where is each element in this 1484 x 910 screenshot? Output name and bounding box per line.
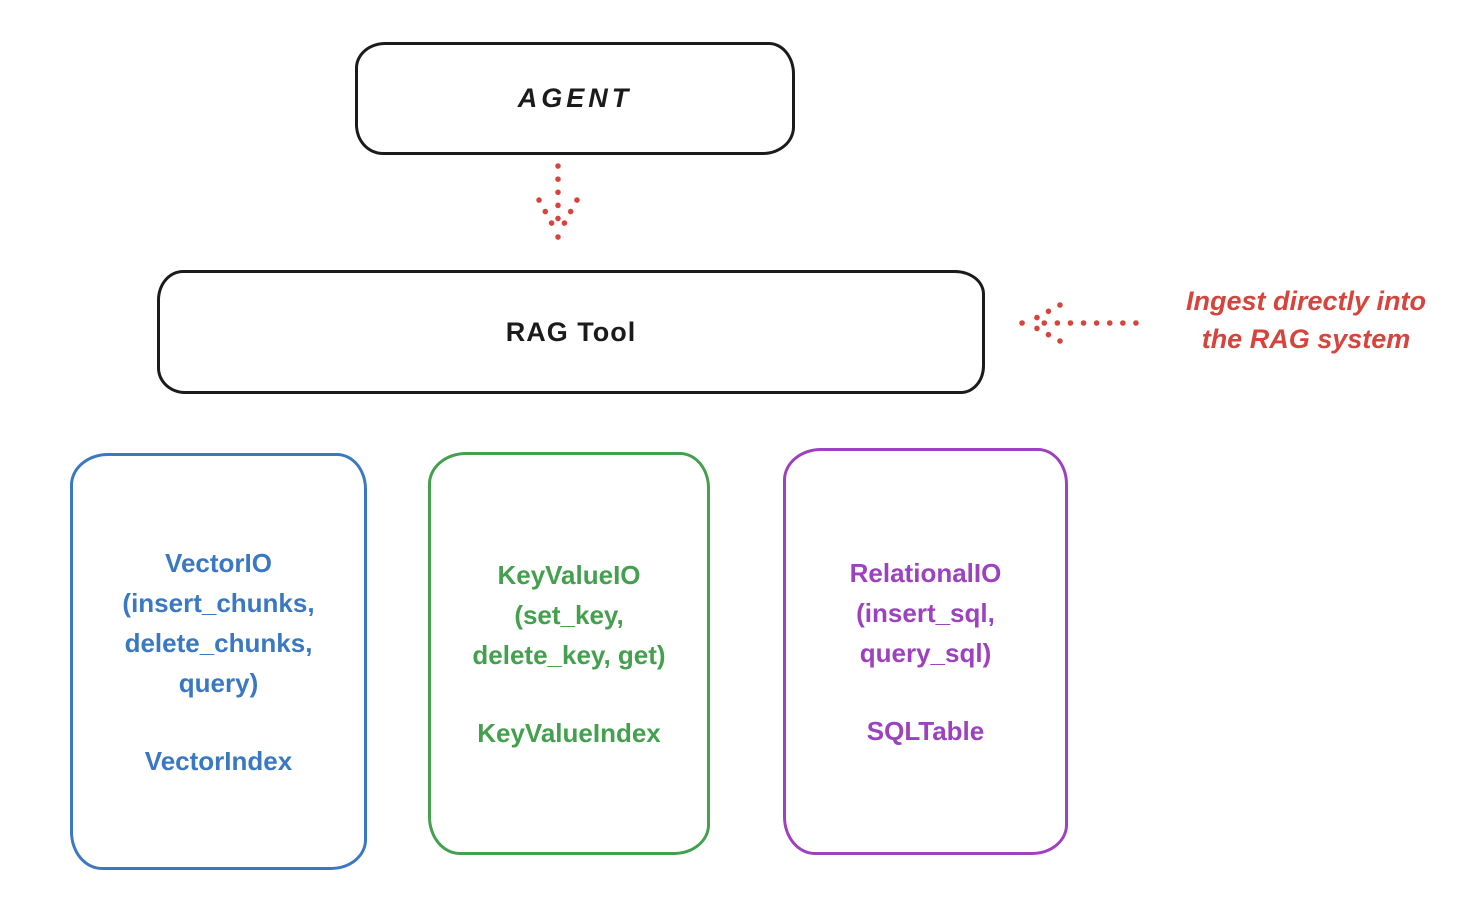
keyvalue-io-line: delete_key, get) bbox=[472, 639, 666, 670]
relational-io-line: query_sql) bbox=[859, 637, 992, 668]
agent-box: AGENT bbox=[355, 42, 795, 155]
vector-io-line: delete_chunks, bbox=[124, 627, 313, 658]
keyvalue-io-box: KeyValueIO (set_key, delete_key, get) Ke… bbox=[428, 452, 710, 855]
vector-index-label: VectorIndex bbox=[144, 745, 293, 776]
keyvalue-io-line: KeyValueIO bbox=[497, 559, 641, 590]
relational-io-line: RelationalIO bbox=[849, 557, 1002, 588]
ingest-annotation-line2: the RAG system bbox=[1201, 324, 1411, 354]
vector-io-line: (insert_chunks, bbox=[122, 587, 315, 618]
keyvalue-io-line: (set_key, bbox=[514, 599, 624, 630]
sql-table-label: SQLTable bbox=[866, 715, 985, 746]
keyvalue-index-label: KeyValueIndex bbox=[477, 717, 661, 748]
annotation-to-ragtool-arrow-icon bbox=[1019, 302, 1139, 344]
vector-io-line: VectorIO bbox=[165, 547, 272, 578]
ingest-annotation: Ingest directly into the RAG system bbox=[1128, 282, 1484, 358]
relational-io-line: (insert_sql, bbox=[856, 597, 995, 628]
relational-io-box: RelationalIO (insert_sql, query_sql) SQL… bbox=[783, 448, 1068, 855]
agent-box-label: AGENT bbox=[517, 83, 633, 113]
rag-tool-box-label: RAG Tool bbox=[505, 316, 637, 347]
rag-tool-box: RAG Tool bbox=[157, 270, 985, 394]
agent-to-ragtool-arrow-icon bbox=[536, 163, 580, 240]
vector-io-line: query) bbox=[178, 667, 259, 698]
ingest-annotation-line1: Ingest directly into bbox=[1185, 286, 1427, 316]
vector-io-box: VectorIO (insert_chunks, delete_chunks, … bbox=[70, 453, 367, 870]
